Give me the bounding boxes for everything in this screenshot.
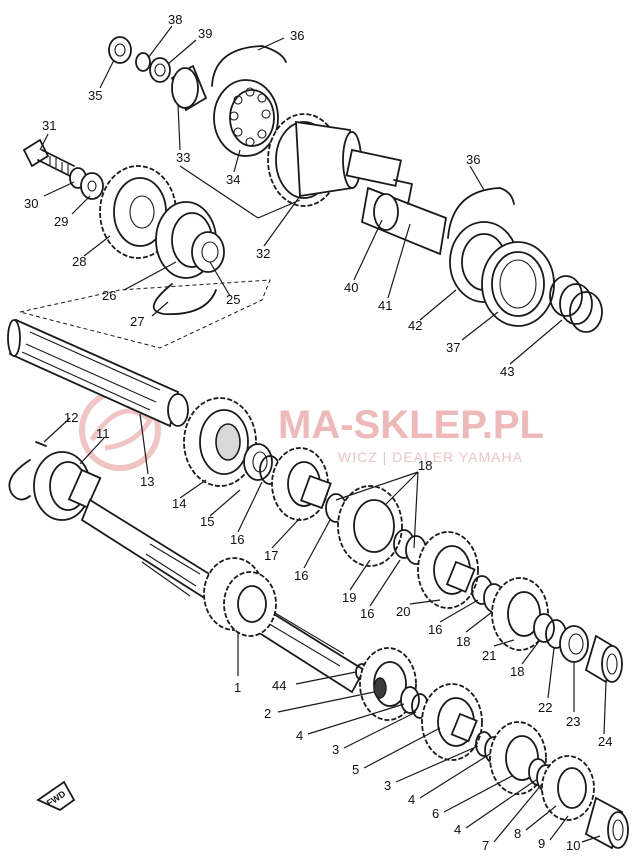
callout-12: 12 (64, 410, 78, 425)
callout-15: 15 (200, 514, 214, 529)
callout-4b: 4 (408, 792, 415, 807)
part-29-washer (80, 172, 104, 200)
callout-10: 10 (566, 838, 580, 853)
callout-44: 44 (272, 678, 286, 693)
callout-28: 28 (72, 254, 86, 269)
part-17-gear (271, 447, 332, 521)
part-4-washer (400, 686, 420, 714)
part-5-gear (421, 683, 483, 761)
callout-36: 36 (290, 28, 304, 43)
dealer-watermark: MA-SKLEP.PL WICZ | DEALER YAMAHA (79, 389, 544, 471)
callout-3b: 3 (384, 778, 391, 793)
part-34-bearing (213, 79, 279, 157)
part-1-fixed-gear (203, 557, 277, 637)
part-40-ring (373, 193, 399, 231)
callout-21: 21 (482, 648, 496, 663)
callout-30: 30 (24, 196, 38, 211)
callout-29: 29 (54, 214, 68, 229)
part-32-gear (267, 113, 402, 207)
drive-axle-13 (7, 318, 189, 428)
callout-1: 1 (234, 680, 241, 695)
fwd-badge: FWD (36, 780, 76, 812)
part-35-washer (108, 36, 132, 64)
callout-31: 31 (42, 118, 56, 133)
callout-11: 11 (96, 426, 110, 441)
callout-25: 25 (226, 292, 240, 307)
callout-16d: 16 (428, 622, 442, 637)
callout-18c: 18 (510, 664, 524, 679)
callout-2: 2 (264, 706, 271, 721)
callout-23: 23 (566, 714, 580, 729)
callout-19: 19 (342, 590, 356, 605)
callout-32: 32 (256, 246, 270, 261)
callout-40: 40 (344, 280, 358, 295)
part-20-gear (417, 531, 479, 609)
callout-35: 35 (88, 88, 102, 103)
part-24-bushing (584, 634, 623, 684)
watermark-dealer-line: WICZ | DEALER YAMAHA (338, 449, 523, 465)
callout-16: 16 (230, 532, 244, 547)
leader-lines (39, 25, 607, 843)
part-11-circlip (8, 459, 31, 501)
callout-4: 4 (296, 728, 303, 743)
callout-6: 6 (432, 806, 439, 821)
part-15-washer (243, 443, 273, 481)
callout-labels: 38 39 36 35 31 33 34 30 29 28 32 26 25 2… (24, 12, 612, 853)
part-9-gear (541, 755, 595, 821)
watermark-brand: MA-SKLEP.PL (278, 403, 544, 447)
callout-9: 9 (538, 836, 545, 851)
part-19-gear (337, 485, 403, 567)
callout-36b: 36 (466, 152, 480, 167)
forward-arrow-icon (36, 780, 76, 812)
part-18-washer-c (533, 613, 555, 643)
part-23-washer (559, 625, 589, 663)
part-12-pin (35, 441, 47, 447)
callout-14: 14 (172, 496, 186, 511)
callout-20: 20 (396, 604, 410, 619)
part-36-circlip (211, 45, 287, 87)
callout-18: 18 (418, 458, 432, 473)
callout-16b: 16 (294, 568, 308, 583)
part-14-gear (183, 397, 257, 487)
part-26-bearing (155, 201, 225, 279)
upper-shaft-assembly (108, 36, 603, 333)
part-27-circlip (152, 283, 217, 315)
callout-3: 3 (332, 742, 339, 757)
callout-43: 43 (500, 364, 514, 379)
part-39-ring (149, 57, 171, 83)
callout-8: 8 (514, 826, 521, 841)
callout-24: 24 (598, 734, 612, 749)
callout-34: 34 (226, 172, 240, 187)
callout-5: 5 (352, 762, 359, 777)
callout-38: 38 (168, 12, 182, 27)
part-38-ring (135, 52, 151, 72)
callout-17: 17 (264, 548, 278, 563)
callout-26: 26 (102, 288, 116, 303)
part-36-circlip-right (447, 187, 515, 239)
callout-16c: 16 (360, 606, 374, 621)
part-31-bolt (22, 138, 75, 177)
callout-7: 7 (482, 838, 489, 853)
assembly-dashed-outline (19, 279, 271, 349)
callout-4c: 4 (454, 822, 461, 837)
callout-42: 42 (408, 318, 422, 333)
callout-13: 13 (140, 474, 154, 489)
part-11-bearing (33, 451, 102, 521)
part-43-spring (549, 275, 603, 333)
part-10-bushing (584, 796, 629, 850)
lower-shaft-assembly (8, 397, 629, 850)
callout-33: 33 (176, 150, 190, 165)
callout-27: 27 (130, 314, 144, 329)
callout-37: 37 (446, 340, 460, 355)
callout-22: 22 (538, 700, 552, 715)
callout-41: 41 (378, 298, 392, 313)
callout-39: 39 (198, 26, 212, 41)
callout-18b: 18 (456, 634, 470, 649)
